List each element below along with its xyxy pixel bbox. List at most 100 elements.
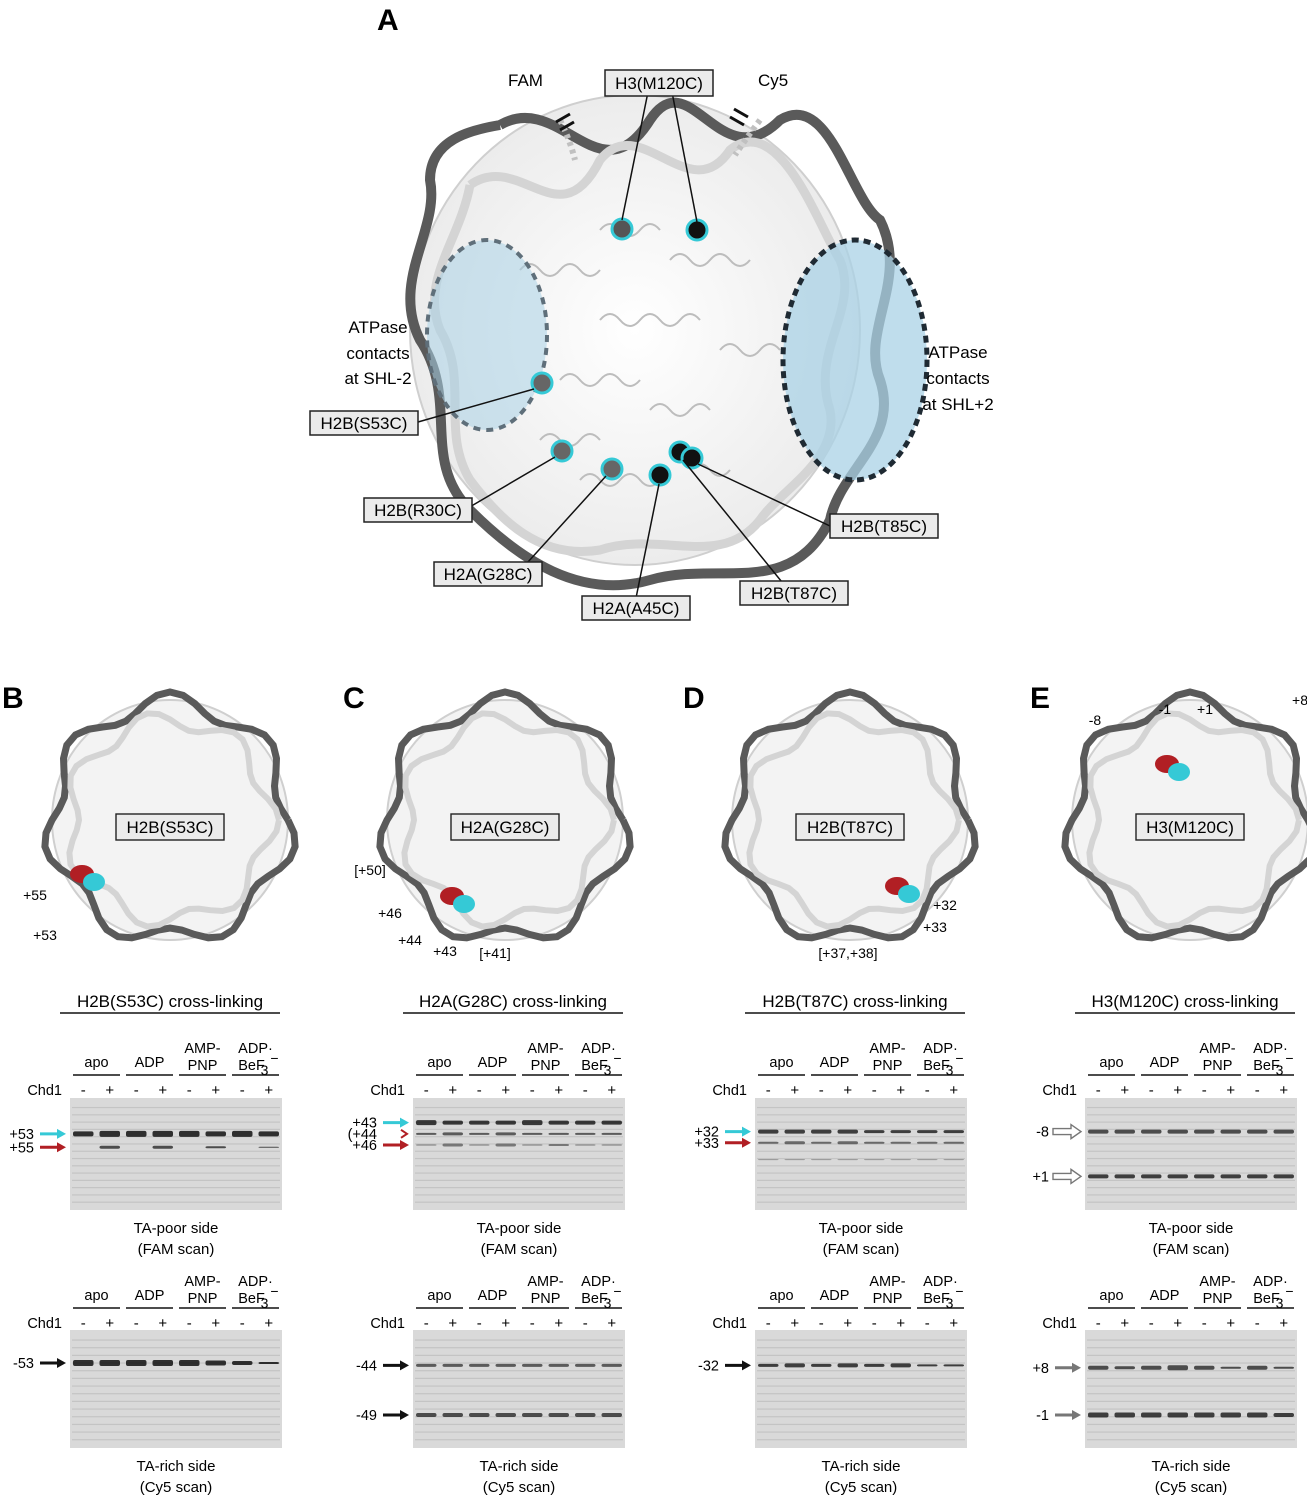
gel-band bbox=[601, 1144, 622, 1146]
condition-label: PNP bbox=[531, 1291, 561, 1307]
lane-plus: + bbox=[607, 1082, 616, 1099]
atpase-label-left: ATPase contacts at SHL-2 bbox=[344, 318, 411, 388]
gel-band bbox=[1167, 1129, 1188, 1134]
caption-bottom-line2: (Cy5 scan) bbox=[140, 1479, 213, 1496]
site-marker-h2b-t85c bbox=[680, 446, 704, 470]
band-marker-label: +1 bbox=[1032, 1169, 1049, 1185]
lane-minus: - bbox=[477, 1315, 482, 1332]
condition-label: ADP· bbox=[581, 1274, 616, 1290]
gel-band bbox=[864, 1130, 885, 1134]
arrow-head bbox=[742, 1360, 751, 1371]
dna-outer-gyre bbox=[41, 688, 299, 942]
gel-faint-band bbox=[415, 1347, 623, 1349]
superscript-minus: − bbox=[613, 1283, 621, 1299]
lane-minus: - bbox=[424, 1082, 429, 1099]
lane-minus: - bbox=[872, 1082, 877, 1099]
gel-band bbox=[864, 1141, 885, 1144]
lane-minus: - bbox=[530, 1082, 535, 1099]
gel-band bbox=[205, 1131, 226, 1137]
condition-label: ADP bbox=[135, 1055, 165, 1071]
gel-band bbox=[1247, 1412, 1268, 1418]
gel-band bbox=[495, 1412, 516, 1417]
gel-background bbox=[70, 1098, 282, 1210]
band-marker-label: -53 bbox=[13, 1356, 34, 1372]
lane-minus: - bbox=[240, 1082, 245, 1099]
lane-plus: + bbox=[843, 1082, 852, 1099]
gel-band bbox=[548, 1120, 569, 1125]
atpase-label-right: ATPase contacts at SHL+2 bbox=[922, 343, 993, 414]
gel-band bbox=[416, 1120, 437, 1126]
condition-label: ADP bbox=[1150, 1288, 1180, 1304]
caption-bottom-line1: TA-rich side bbox=[1152, 1458, 1231, 1475]
gel-band bbox=[416, 1132, 437, 1135]
condition-label: apo bbox=[84, 1055, 108, 1071]
gel-faint-band bbox=[415, 1201, 623, 1203]
caption-top-line2: (FAM scan) bbox=[823, 1241, 900, 1258]
subscript-3: 3 bbox=[604, 1295, 612, 1311]
arrow-head bbox=[1072, 1362, 1081, 1373]
gel-faint-band bbox=[757, 1385, 965, 1387]
arrow-head bbox=[400, 1360, 409, 1371]
lane-minus: - bbox=[583, 1315, 588, 1332]
lane-minus: - bbox=[187, 1315, 192, 1332]
band-marker-arrow bbox=[383, 1360, 409, 1371]
gel-band bbox=[811, 1159, 832, 1161]
gel-band bbox=[258, 1362, 279, 1365]
band-marker-label: +43 bbox=[352, 1116, 377, 1132]
lane-minus: - bbox=[1255, 1082, 1260, 1099]
gel-band bbox=[522, 1412, 543, 1417]
gel-band bbox=[1167, 1174, 1188, 1179]
svg-text:ATPase: ATPase bbox=[928, 343, 987, 362]
gel-band bbox=[99, 1130, 120, 1137]
gel-faint-band bbox=[1087, 1165, 1295, 1167]
gel-band bbox=[232, 1361, 253, 1366]
caption-top-line1: TA-poor side bbox=[477, 1220, 562, 1237]
gel-faint-band bbox=[415, 1157, 623, 1160]
condition-label: ADP bbox=[478, 1055, 508, 1071]
condition-label: apo bbox=[427, 1288, 451, 1304]
cy5-break-mark bbox=[729, 107, 749, 127]
gel-faint-band bbox=[415, 1370, 623, 1372]
gel-band bbox=[943, 1141, 964, 1144]
lane-plus: + bbox=[158, 1315, 167, 1332]
band-marker-label: +53 bbox=[9, 1127, 34, 1143]
gel-faint-band bbox=[415, 1150, 623, 1152]
arrow-head bbox=[742, 1137, 751, 1148]
gel-faint-band bbox=[1087, 1114, 1295, 1116]
gel-band bbox=[811, 1129, 832, 1134]
arrow-head bbox=[400, 1140, 409, 1151]
gel-band bbox=[784, 1159, 805, 1161]
gel-band bbox=[442, 1120, 463, 1125]
gel-band bbox=[205, 1360, 226, 1366]
structure-position-label: -8 bbox=[1089, 712, 1102, 728]
fam-label: FAM bbox=[508, 71, 543, 90]
band-marker-arrow bbox=[40, 1142, 66, 1153]
condition-label: AMP- bbox=[869, 1041, 905, 1057]
gel-band bbox=[1194, 1174, 1215, 1179]
gel-band bbox=[1194, 1365, 1215, 1370]
gel-faint-band bbox=[1087, 1377, 1295, 1379]
condition-label: AMP- bbox=[1199, 1041, 1235, 1057]
condition-label: PNP bbox=[531, 1058, 561, 1074]
lane-minus: - bbox=[1202, 1082, 1207, 1099]
dna-inner-gyre bbox=[746, 710, 962, 930]
svg-text:H2B(T87C): H2B(T87C) bbox=[751, 584, 837, 603]
gel-faint-band bbox=[415, 1179, 623, 1181]
gel-bottom bbox=[70, 1330, 282, 1448]
gel-faint-band bbox=[1087, 1157, 1295, 1160]
gel-background bbox=[755, 1330, 967, 1448]
label-box-h2b-t85c: H2B(T85C) bbox=[829, 513, 939, 539]
superscript-minus: − bbox=[270, 1283, 278, 1299]
dna-outer-gyre bbox=[376, 688, 634, 942]
condition-label-befx: BeF bbox=[581, 1291, 608, 1307]
lane-plus: + bbox=[1226, 1315, 1235, 1332]
caption-bottom-line2: (Cy5 scan) bbox=[1155, 1479, 1228, 1496]
condition-label: ADP· bbox=[238, 1041, 273, 1057]
lane-plus: + bbox=[790, 1082, 799, 1099]
gel-band bbox=[1114, 1366, 1135, 1370]
gel-band bbox=[1167, 1365, 1188, 1371]
chd1-label: Chd1 bbox=[712, 1083, 747, 1099]
condition-label: ADP· bbox=[238, 1274, 273, 1290]
